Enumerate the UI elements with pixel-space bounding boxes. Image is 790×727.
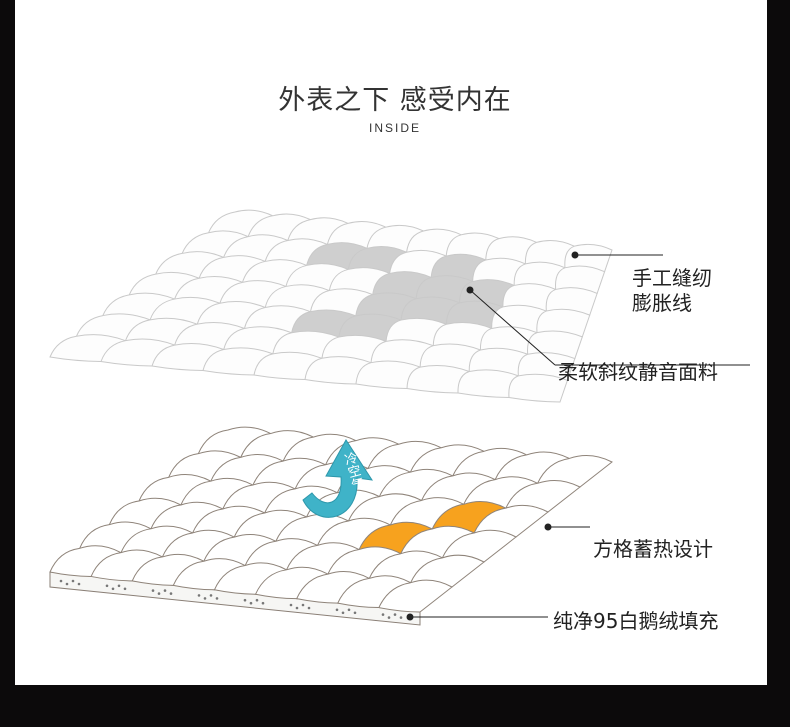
cold-air-arrow-icon [302, 439, 374, 518]
down-dot [71, 579, 75, 583]
down-dot [353, 611, 357, 615]
down-dot [197, 594, 201, 597]
quilt-cell [378, 579, 453, 613]
quilt-cell [253, 351, 323, 381]
leader-dot-icon [544, 523, 552, 531]
page-title: 外表之下 感受内在 [278, 85, 512, 116]
quilt-cell [508, 373, 569, 403]
down-dot [289, 603, 293, 607]
quilt-cell [90, 549, 164, 582]
down-dot [399, 616, 403, 619]
leader-dot-icon [466, 286, 474, 294]
quilt-cell [172, 558, 247, 591]
grid-label: 方格蓄热设计 [593, 537, 713, 561]
down-dot [215, 597, 219, 600]
down-dot [295, 606, 299, 610]
quilt-cell [254, 566, 329, 600]
down-dot [387, 616, 391, 619]
quilt-cell [213, 562, 288, 595]
quilt-cell [457, 369, 519, 399]
leader-line [469, 289, 556, 366]
down-dot [65, 582, 69, 586]
fabric-label: 柔软斜纹静音面料 [558, 360, 718, 384]
stitch-label-line2: 膨胀线 [632, 291, 692, 315]
quilt-cell [406, 364, 470, 394]
down-dot [347, 608, 351, 612]
page-subtitle: INSIDE [368, 121, 421, 135]
quilt-cell [337, 575, 412, 609]
stitch-label: 手工缝纫膨胀线 [632, 266, 712, 316]
down-dot [209, 594, 213, 597]
quilt-cell [304, 356, 372, 385]
down-dot [151, 589, 155, 592]
down-dot [111, 587, 115, 591]
down-dot [243, 598, 247, 602]
quilt-cell [355, 360, 421, 390]
quilt-cell [295, 571, 371, 604]
down-dot [157, 592, 161, 595]
down-dot [381, 613, 385, 616]
down-dot [307, 606, 311, 610]
down-dot [301, 603, 305, 607]
down-dot [163, 589, 167, 592]
leader-dot-icon [406, 613, 414, 621]
down-dot [261, 601, 265, 605]
down-dot [105, 584, 109, 588]
down-dot [59, 579, 63, 583]
down-dot [255, 598, 259, 602]
down-dot [123, 587, 127, 591]
down-dot [169, 592, 173, 595]
quilt-cell [49, 545, 122, 577]
down-dot [335, 608, 339, 612]
down-dot [203, 597, 207, 600]
down-dot [117, 584, 121, 588]
down-dot [341, 611, 345, 615]
leader-dot-icon [571, 251, 579, 259]
quilt-cell [202, 347, 274, 376]
down-dot [249, 601, 253, 605]
stitch-label-line1: 手工缝纫 [632, 266, 712, 290]
down-dot [393, 613, 397, 616]
quilt-cell [131, 553, 205, 586]
filling-label: 纯净95白鹅绒填充 [553, 609, 719, 633]
down-dot [77, 582, 81, 586]
